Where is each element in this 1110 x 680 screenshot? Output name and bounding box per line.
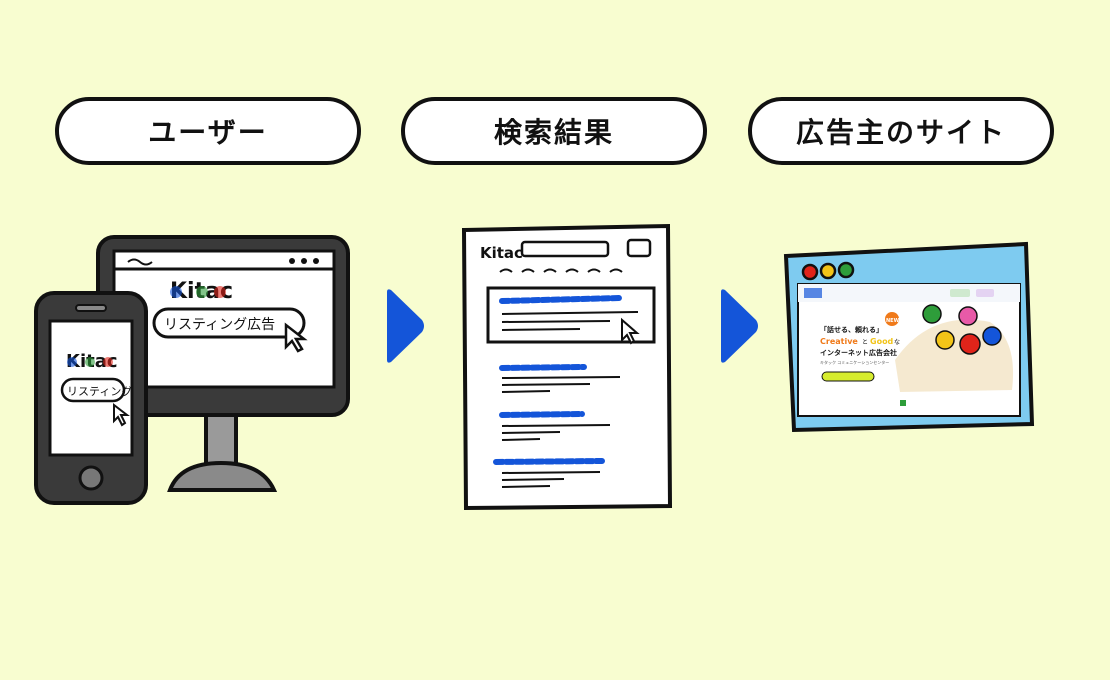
flow-arrow-icon (721, 289, 758, 363)
flow-arrow-icon (387, 289, 424, 363)
cursor-icon (621, 317, 640, 345)
phone-search-text: リスティング (67, 384, 132, 398)
site-tagline-na: な (894, 339, 900, 346)
advertiser-site-illustration: NEW 「話せる、頼れる」 Creative と Good な インターネット広… (783, 241, 1035, 433)
search-results-illustration: Kitac (461, 223, 673, 511)
site-subline: インターネット広告会社 (820, 348, 897, 357)
site-tagline-creative: Creative (820, 337, 858, 346)
step-label-advertiser-site: 広告主のサイト (748, 97, 1054, 165)
site-tagline-to: と (862, 339, 868, 346)
step-label-user: ユーザー (55, 97, 361, 165)
step-label-search-results: 検索結果 (401, 97, 707, 165)
monitor: Kitac リスティング広告 (96, 235, 350, 417)
smartphone: Kitac リスティング (34, 291, 148, 505)
site-caption: キタック コミュニケーションセンター (820, 359, 889, 365)
user-devices-illustration: Kitac リスティング広告 Kitac リスティング (34, 235, 350, 505)
results-logo: Kitac (480, 244, 523, 262)
tap-cursor-icon (113, 402, 130, 427)
monitor-search-text: リスティング広告 (164, 317, 275, 333)
cursor-icon (284, 322, 308, 353)
organic-results (493, 364, 621, 488)
search-button (626, 238, 652, 258)
search-box (520, 240, 610, 258)
site-tagline-good: Good (870, 337, 894, 346)
monitor-stand (167, 408, 278, 492)
site-headline: 「話せる、頼れる」 (820, 325, 883, 334)
site-cta-button (821, 371, 875, 382)
site-badge: NEW (886, 318, 900, 324)
